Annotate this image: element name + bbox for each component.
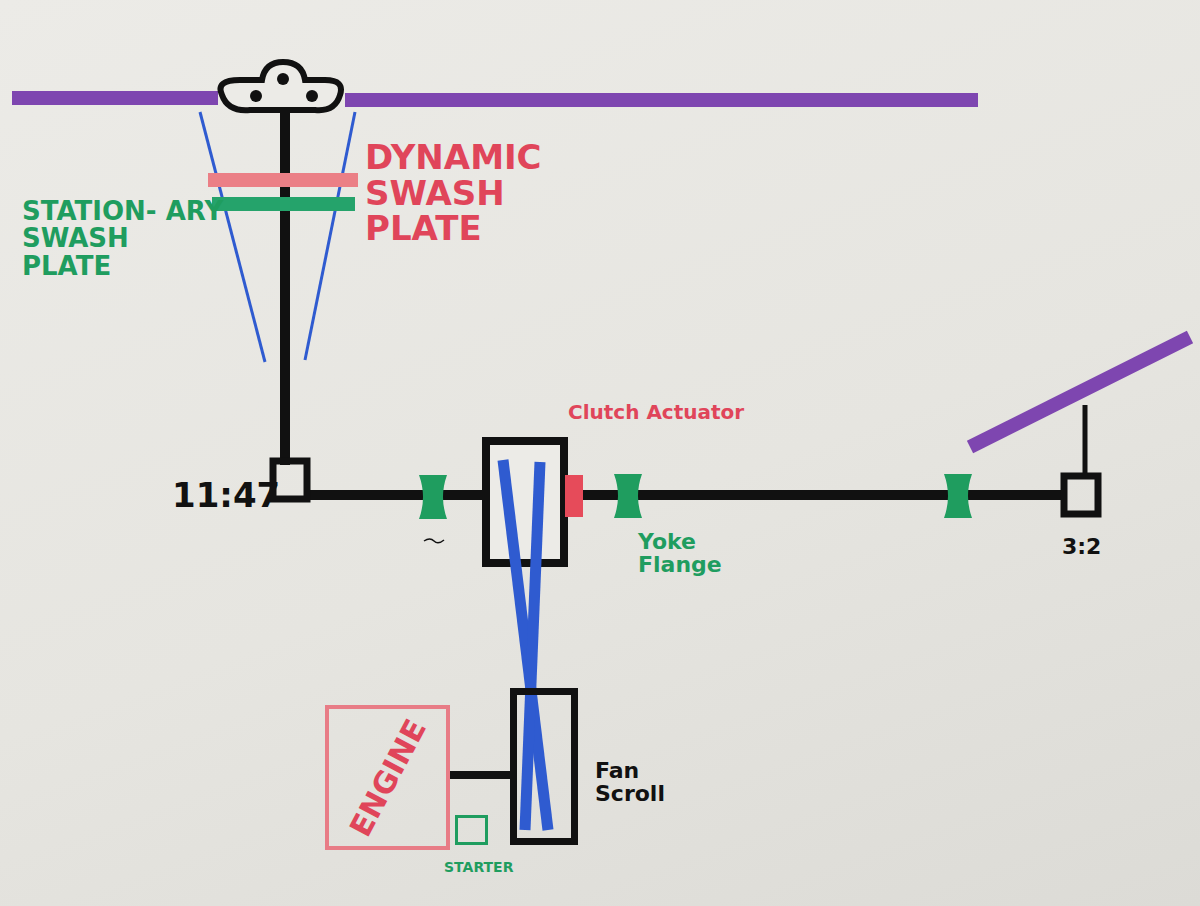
rotor-blade [345, 93, 978, 107]
part-label: Yoke Flange [638, 530, 733, 576]
drive-shaft-connector [450, 775, 510, 776]
rotor-blade [12, 91, 218, 105]
engine-box: ENGINE [325, 705, 450, 850]
connector-line [450, 771, 510, 779]
part-label: STATION- ARY SWASH PLATE [22, 198, 227, 280]
hub-bolt [306, 90, 318, 102]
part-label: DYNAMIC SWASH PLATE [365, 140, 615, 247]
yoke-flange [614, 474, 642, 518]
gear-ratio: 11:47 [172, 478, 280, 514]
tail-rotor [970, 337, 1190, 447]
hub-bolt [250, 90, 262, 102]
gear-ratio: 3:2 [1062, 535, 1101, 558]
yoke-flange [419, 475, 447, 519]
clutch-housing [486, 441, 564, 563]
cone-line [305, 112, 355, 360]
stationary-swash-plate [212, 197, 355, 211]
cone-line [200, 112, 265, 362]
tail-gearbox [1064, 476, 1098, 514]
clutch-actuator [565, 475, 583, 517]
part-label: Clutch Actuator [568, 402, 744, 423]
dynamic-swash-plate [208, 173, 358, 187]
rotor-hub [220, 62, 341, 110]
node-label: ENGINE [344, 714, 431, 841]
drive-belt [525, 462, 540, 830]
main-shaft [280, 108, 290, 465]
hub-bolt [277, 73, 289, 85]
squiggle-mark [424, 539, 444, 543]
node-label: STARTER [444, 860, 513, 875]
node-label: Fan Scroll [595, 759, 675, 805]
tail-rotor-mast [1083, 405, 1088, 476]
fan-scroll-box: Fan Scroll [510, 688, 578, 845]
yoke-flange [944, 474, 972, 518]
starter-box: STARTER [455, 815, 488, 845]
